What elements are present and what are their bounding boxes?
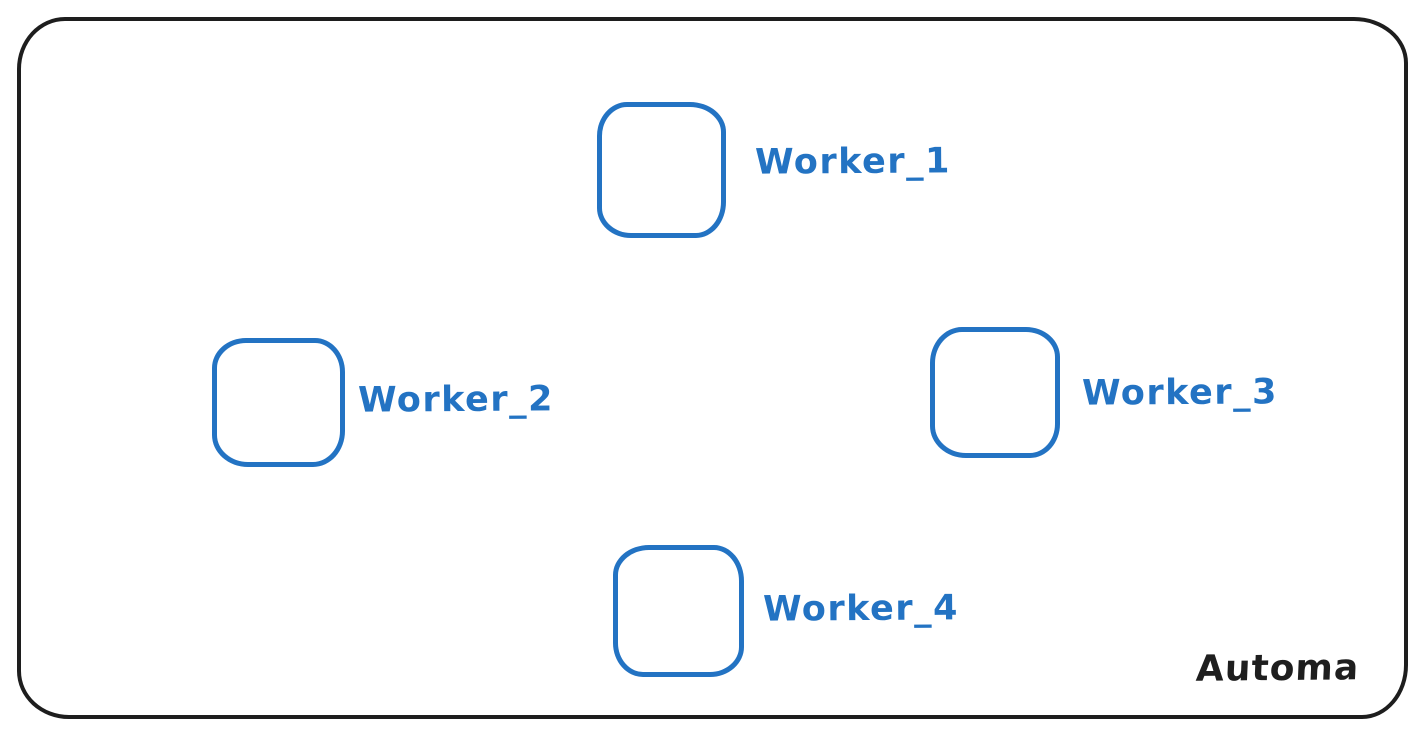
automa-wordmark: Automa <box>1195 647 1361 690</box>
worker-node-label: Worker_1 <box>754 141 951 183</box>
worker-node-box <box>930 327 1060 458</box>
worker-node-box <box>212 338 345 467</box>
canvas-frame <box>17 17 1408 719</box>
worker-node-label: Worker_4 <box>762 588 959 630</box>
worker-node-box <box>597 102 726 238</box>
worker-node-label: Worker_2 <box>357 379 554 421</box>
worker-node-box <box>613 545 744 677</box>
worker-node-label: Worker_3 <box>1081 372 1278 414</box>
